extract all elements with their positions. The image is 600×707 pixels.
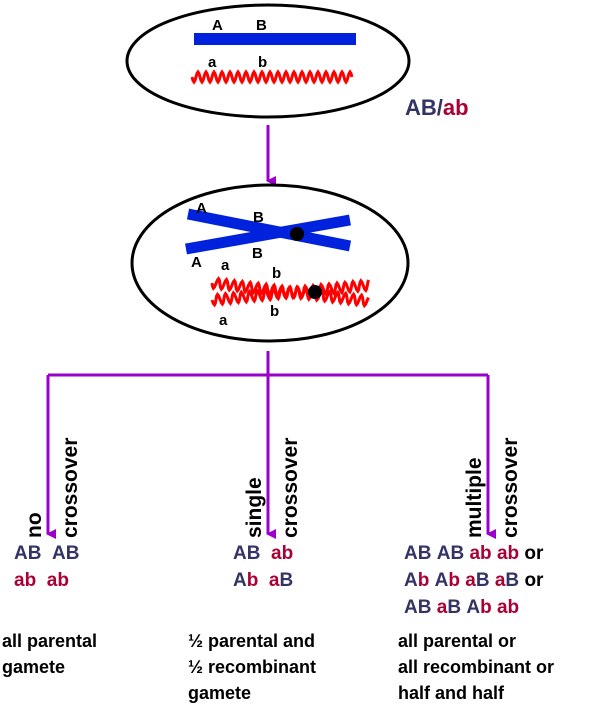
genotype-allele: or — [524, 570, 544, 591]
genotype-allele: AB — [404, 597, 431, 618]
top-allele-b: b — [258, 54, 267, 71]
red-chromatid-2 — [210, 278, 371, 308]
genotype-allele: AB — [437, 543, 464, 564]
blue-chromatid-2 — [185, 214, 351, 255]
genotype-allele: A — [233, 570, 247, 591]
genotype-allele: b — [247, 570, 259, 591]
top-blue-chromosome — [194, 33, 356, 45]
label-no: no — [23, 512, 46, 538]
genotype-row: AB aB Ab ab — [404, 597, 519, 618]
label-single-crossover: single crossover — [243, 438, 302, 538]
description-multiple-crossover: all parental or all recombinant or half … — [398, 631, 554, 703]
genotype-row: AB AB ab ab or — [404, 543, 544, 564]
top-red-chromosome — [190, 69, 354, 85]
genotype-allele: a — [437, 597, 448, 618]
genotype-allele: b — [448, 570, 460, 591]
label-crossover-3: crossover — [499, 438, 522, 538]
label-multiple-crossover: multiple crossover — [463, 438, 522, 538]
top-allele-a: a — [208, 54, 217, 71]
genotype-allele: B — [279, 570, 293, 591]
label-crossover-2: crossover — [279, 438, 302, 538]
genotype-allele: A — [404, 570, 418, 591]
desc-multiple-line-1: all parental or — [398, 631, 516, 651]
desc-none-line-1: all parental — [2, 631, 97, 651]
genotype-allele: A — [435, 570, 449, 591]
genotype-allele: AB — [233, 543, 260, 564]
desc-single-line-2: ½ recombinant — [188, 657, 316, 677]
mid-allele-b-upper: b — [272, 265, 281, 282]
middle-cell: A B B A a b b a — [130, 183, 410, 343]
genotype-allele: AB — [14, 543, 41, 564]
mid-allele-b-lower: b — [270, 303, 279, 320]
genotype-allele: B — [447, 597, 461, 618]
genotype-allele: ab — [497, 543, 519, 564]
genotype-allele: ab — [271, 543, 293, 564]
parent-genotype: AB/ab — [405, 95, 469, 120]
blue-chromatids-crossed — [185, 208, 352, 255]
top-allele-B: B — [256, 17, 267, 34]
genotype-row: ab ab — [14, 570, 69, 591]
genotype-allele: ab — [497, 597, 519, 618]
genotype-allele: b — [418, 570, 430, 591]
label-multiple: multiple — [463, 457, 486, 538]
genotypes-no-crossover: AB AB ab ab — [14, 543, 79, 591]
red-centromere — [308, 285, 322, 299]
mid-allele-A-lower: A — [191, 254, 202, 271]
desc-single-line-1: ½ parental and — [188, 631, 315, 651]
mid-allele-a-lower: a — [219, 312, 228, 329]
red-chromatids — [210, 276, 371, 309]
branch-arrows — [46, 351, 496, 539]
top-cell-outline — [125, 3, 411, 119]
genotype-row: AB ab — [233, 543, 293, 564]
genotype-allele: ab — [469, 543, 491, 564]
genotype-allele: B — [505, 570, 519, 591]
genotype-allele: ab — [47, 570, 69, 591]
mid-allele-B-lower: B — [252, 245, 263, 262]
genotype-allele: a — [269, 570, 280, 591]
genotype-allele: a — [465, 570, 476, 591]
description-no-crossover: all parental gamete — [2, 631, 97, 677]
genotype-allele: AB — [404, 543, 431, 564]
desc-multiple-line-2: all recombinant or — [398, 657, 554, 677]
genotype-allele: A — [466, 597, 480, 618]
genotype-row: AB AB — [14, 543, 79, 564]
genotype-allele: or — [524, 543, 544, 564]
genotype-allele: B — [476, 570, 490, 591]
blue-centromere — [290, 227, 304, 241]
top-allele-A: A — [212, 17, 223, 34]
desc-multiple-line-3: half and half — [398, 683, 505, 703]
desc-none-line-2: gamete — [2, 657, 65, 677]
genotype-allele: ab — [14, 570, 36, 591]
genotype-row: Ab Ab aB aB or — [404, 570, 544, 591]
mid-allele-B-upper: B — [253, 209, 264, 226]
genotype-allele: AB — [52, 543, 79, 564]
top-cell: A B a b — [125, 3, 411, 119]
label-crossover-1: crossover — [59, 438, 82, 538]
desc-single-line-3: gamete — [188, 683, 251, 703]
genotype-allele: a — [495, 570, 506, 591]
mid-allele-A-upper: A — [196, 200, 207, 217]
mid-allele-a-upper: a — [221, 257, 230, 274]
label-no-crossover: no crossover — [23, 438, 82, 538]
genotype-row: Ab aB — [233, 570, 293, 591]
label-single: single — [243, 477, 266, 538]
genotype-allele: b — [480, 597, 492, 618]
description-single-crossover: ½ parental and ½ recombinant gamete — [188, 631, 316, 703]
